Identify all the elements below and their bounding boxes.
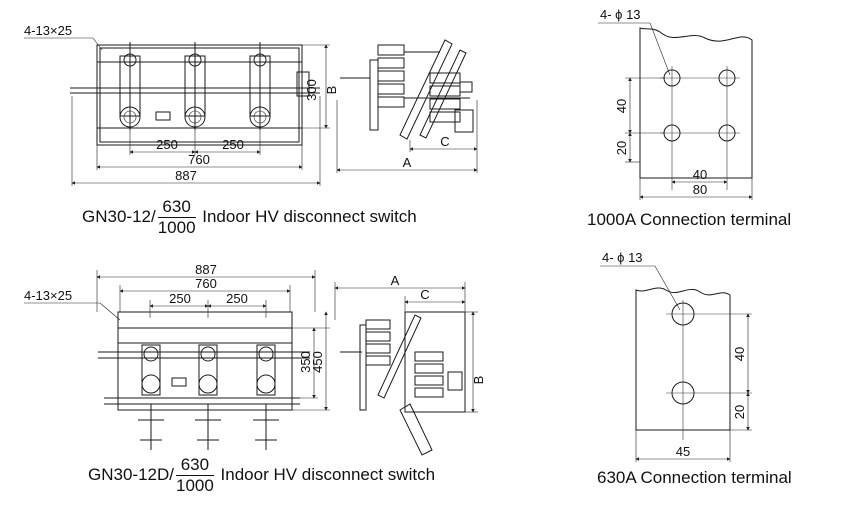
- dim-c-bottom: C: [420, 287, 429, 302]
- rating-numerator-bottom: 630: [180, 455, 210, 474]
- dim-40h-1000a: 40: [693, 167, 707, 182]
- caption-suffix-top: Indoor HV disconnect switch: [197, 206, 417, 226]
- phase-b: [184, 42, 206, 130]
- hole-note-top: 4-13×25: [24, 23, 72, 38]
- hole-note-630a: 4- ϕ 13: [602, 250, 643, 265]
- dim-40v-1000a: 40: [614, 99, 629, 113]
- gn30-12d-side-view: A C B: [334, 273, 486, 456]
- dim-250-a: 250: [156, 137, 178, 152]
- caption-prefix-top: GN30-12/: [82, 206, 156, 226]
- dim-450: 450: [310, 351, 325, 373]
- dim-80h-1000a: 80: [693, 182, 707, 197]
- dim-b-top: B: [324, 86, 339, 95]
- dim-250-a-bottom: 250: [169, 291, 191, 306]
- terminal-630a: 4- ϕ 13 40 20 45: [600, 250, 752, 462]
- dim-300: 300: [304, 79, 319, 101]
- gn30-12-front-view: 4-13×25: [24, 23, 339, 186]
- phase-a: [119, 42, 141, 130]
- dim-b-bottom: B: [471, 376, 486, 385]
- hole-note-1000a: 4- ϕ 13: [600, 7, 641, 22]
- caption-1000a: 1000A Connection terminal: [587, 210, 792, 229]
- dim-250-b-bottom: 250: [226, 291, 248, 306]
- dim-a-bottom: A: [391, 273, 400, 288]
- dim-250-b: 250: [222, 137, 244, 152]
- dim-760-top: 760: [188, 152, 210, 167]
- dim-887-top: 887: [175, 168, 197, 183]
- dim-887-bottom: 887: [195, 262, 217, 277]
- gn30-12-side-view: C A: [336, 39, 478, 173]
- terminal-1000a: 4- ϕ 13 40 20 40 80: [598, 7, 753, 200]
- dim-20v-630a: 20: [732, 405, 747, 419]
- caption-suffix-bottom: Indoor HV disconnect switch: [215, 464, 436, 484]
- dim-c-top: C: [440, 134, 449, 149]
- caption-630a: 630A Connection terminal: [597, 468, 792, 487]
- dim-45h-630a: 45: [676, 444, 690, 459]
- rating-denominator-bottom: 1000: [175, 475, 214, 495]
- dim-a-top: A: [403, 155, 412, 170]
- phase-a-d: [138, 344, 164, 450]
- dim-40v-630a: 40: [732, 347, 747, 361]
- gn30-12d-front-view: 4-13×25 887 760 250 250: [24, 262, 330, 450]
- dim-760-bottom: 760: [195, 276, 217, 291]
- phase-c-d: [253, 344, 279, 450]
- rating-numerator-top: 630: [162, 197, 191, 216]
- dim-350: 350: [298, 351, 313, 373]
- hole-note-bottom: 4-13×25: [24, 288, 72, 303]
- phase-b-d: [195, 344, 221, 450]
- rating-denominator-top: 1000: [157, 217, 196, 237]
- caption-prefix-bottom: GN30-12D/: [88, 464, 174, 484]
- phase-c: [249, 42, 271, 130]
- dim-20v-1000a: 20: [614, 141, 629, 155]
